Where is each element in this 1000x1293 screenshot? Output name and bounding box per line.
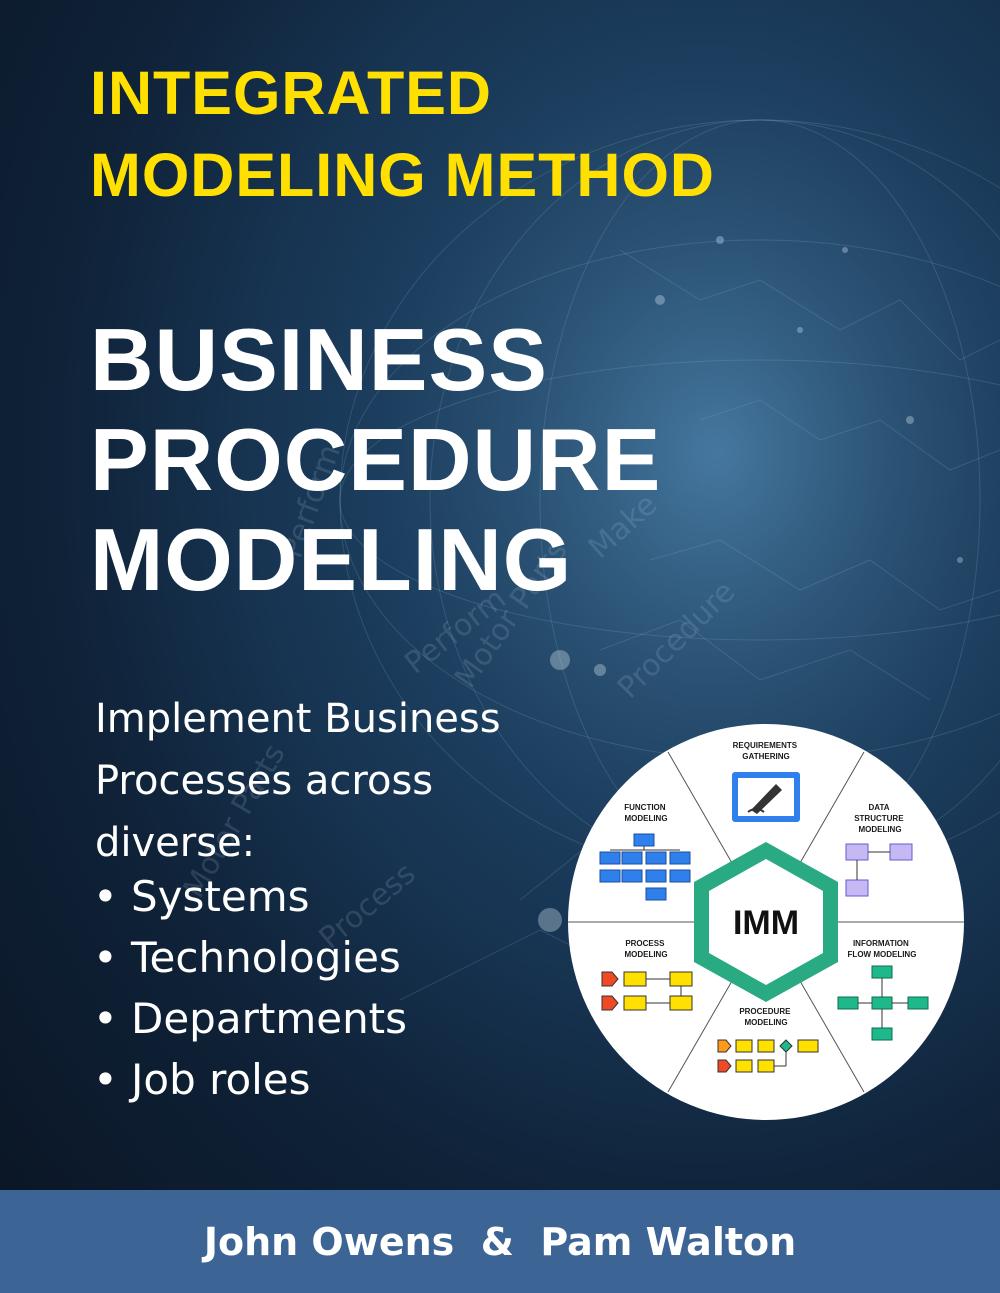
segment-label-information-flow: INFORMATION FLOW MODELING bbox=[848, 939, 917, 959]
segment-label-line: INFORMATION bbox=[853, 939, 909, 948]
segment-label-function: FUNCTION MODELING bbox=[624, 803, 668, 823]
imm-wheel-diagram: IMM REQUIREMENTS GATHERING DATA STRUCTUR… bbox=[568, 724, 964, 1120]
series-title: INTEGRATED MODELING METHOD bbox=[90, 59, 715, 209]
bullet-item: •Departments bbox=[93, 994, 408, 1043]
bullet-text: Systems bbox=[131, 872, 310, 921]
bullet-text: Job roles bbox=[131, 1055, 311, 1104]
imm-center-label: IMM bbox=[733, 904, 799, 942]
pen-tablet-icon bbox=[732, 772, 800, 822]
bullet-text: Departments bbox=[131, 994, 408, 1043]
bullet-item: •Technologies bbox=[93, 933, 401, 982]
bullet-item: •Systems bbox=[93, 872, 310, 921]
segment-label-line: MODELING bbox=[858, 825, 901, 834]
book-title: BUSINESS PROCEDURE MODELING bbox=[90, 310, 662, 609]
function-hierarchy-icon bbox=[599, 833, 691, 901]
segment-label-line: PROCESS bbox=[625, 939, 665, 948]
segment-label-data-structure: DATA STRUCTURE MODELING bbox=[854, 803, 906, 834]
segment-label-line: MODELING bbox=[624, 950, 667, 959]
information-flow-icon bbox=[837, 965, 929, 1041]
segment-label-line: MODELING bbox=[624, 814, 667, 823]
procedure-flow-icon bbox=[717, 1039, 819, 1073]
subtitle: Implement Business Processes across dive… bbox=[95, 696, 501, 866]
segment-label-line: FUNCTION bbox=[624, 803, 666, 812]
segment-label-line: FLOW MODELING bbox=[848, 950, 917, 959]
imm-hexagon-inner bbox=[709, 859, 823, 985]
segment-label-requirements: REQUIREMENTS GATHERING bbox=[733, 741, 800, 761]
segment-label-procedure: PROCEDURE MODELING bbox=[739, 1007, 792, 1027]
bullet-list: •Systems •Technologies •Departments •Job… bbox=[93, 866, 407, 1110]
bullet-item: •Job roles bbox=[93, 1055, 311, 1104]
authors: John Owens & Pam Walton bbox=[203, 1219, 797, 1264]
author-bar: John Owens & Pam Walton bbox=[0, 1190, 1000, 1293]
bullet-text: Technologies bbox=[131, 933, 401, 982]
segment-label-line: DATA bbox=[869, 803, 890, 812]
segment-label-line: STRUCTURE bbox=[854, 814, 904, 823]
globe-network-background: Perform Motor Parts Procedure Make Proce… bbox=[0, 0, 1000, 1190]
process-flow-icon bbox=[601, 971, 693, 1011]
segment-label-line: MODELING bbox=[744, 1018, 787, 1027]
segment-label-line: REQUIREMENTS bbox=[733, 741, 798, 750]
segment-label-line: PROCEDURE bbox=[739, 1007, 791, 1016]
segment-label-line: GATHERING bbox=[742, 752, 789, 761]
data-structure-icon bbox=[845, 843, 913, 897]
segment-label-process: PROCESS MODELING bbox=[624, 939, 667, 959]
